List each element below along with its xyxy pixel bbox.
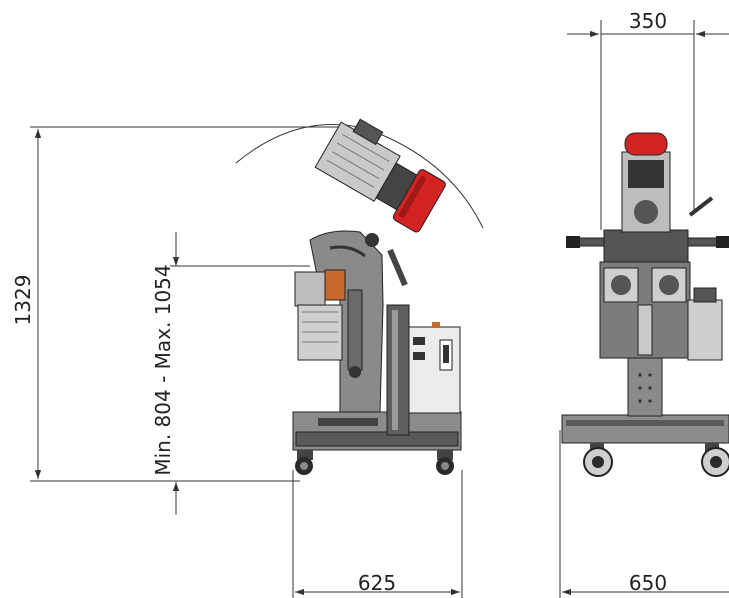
dimension-front-base-width: 650 bbox=[559, 430, 729, 598]
front-base-width-label: 650 bbox=[629, 571, 667, 595]
working-height-label: Min. 804 - Max. 1054 bbox=[151, 264, 175, 475]
dimension-working-height: Min. 804 - Max. 1054 bbox=[151, 232, 310, 515]
side-depth-label: 625 bbox=[358, 571, 396, 595]
dimension-side-depth: 625 bbox=[292, 470, 463, 598]
front-red-head bbox=[624, 132, 668, 156]
front-wheel-left bbox=[583, 443, 613, 477]
front-wheel-right bbox=[701, 443, 729, 477]
front-side-motor bbox=[687, 299, 723, 361]
total-height-label: 1329 bbox=[11, 275, 35, 326]
red-milling-head bbox=[392, 169, 446, 233]
side-wheel-left bbox=[295, 450, 313, 475]
dimension-front-top-width: 350 bbox=[567, 9, 729, 230]
front-top-width-label: 350 bbox=[629, 9, 667, 33]
side-wheel-right bbox=[436, 450, 454, 475]
tilting-head bbox=[314, 118, 446, 233]
front-column bbox=[627, 349, 663, 417]
side-view-machine bbox=[292, 118, 462, 475]
front-base bbox=[561, 414, 729, 444]
side-lower-motor bbox=[294, 271, 363, 378]
front-view-machine bbox=[561, 132, 729, 477]
dimension-total-height: 1329 bbox=[11, 126, 340, 482]
